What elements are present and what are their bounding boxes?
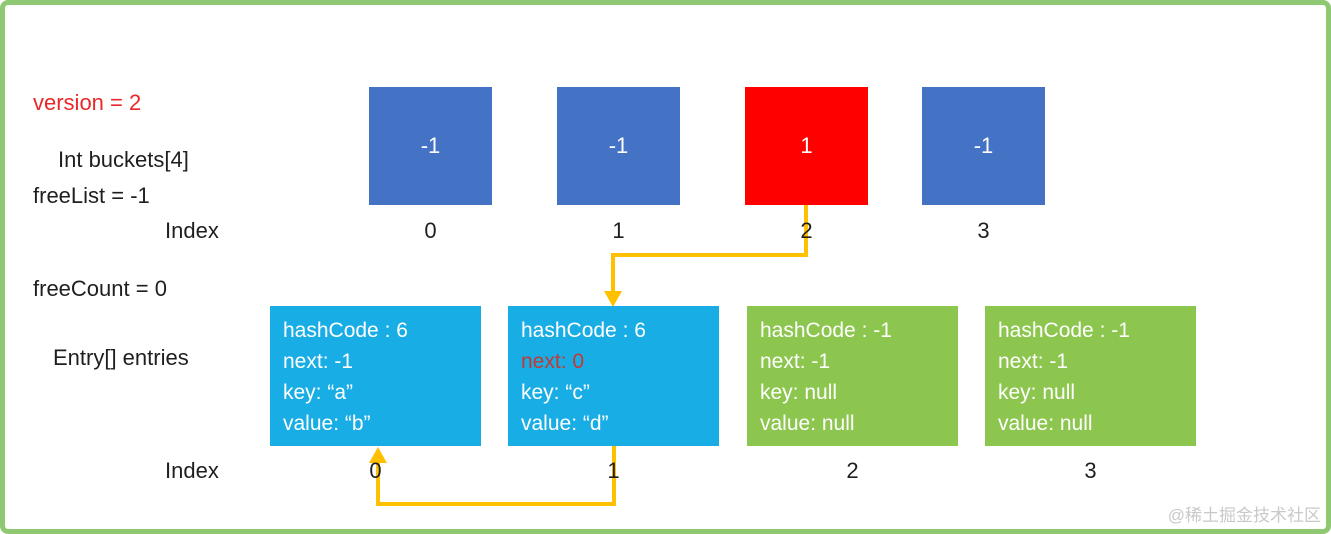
bucket-index-0: 0	[424, 218, 437, 243]
version-text: version = 2	[33, 90, 142, 115]
dict-state-block: version = 2 freeList = -1 freeCount = 0	[33, 25, 167, 366]
entry-2-key: key: null	[760, 381, 838, 404]
entry-1-hashcode: hashCode : 6	[521, 319, 646, 342]
entry-index-3: 3	[1084, 458, 1097, 483]
entry-1-key: key: “c”	[521, 381, 590, 404]
entry-index-0: 0	[369, 458, 382, 483]
entry-1-value: value: “d”	[521, 412, 609, 435]
entry-0-hashcode: hashCode : 6	[283, 319, 408, 342]
bucket-cell-3: -1	[922, 87, 1045, 205]
entry-0-next: next: -1	[283, 350, 354, 373]
bucket-cell-0: -1	[369, 87, 492, 205]
freelist-text: freeList = -1	[33, 183, 150, 208]
bucket-cell-2-highlighted: 1	[745, 87, 868, 205]
buckets-array-label: Int buckets[4]	[58, 147, 189, 172]
entries-index-label: Index	[165, 458, 219, 483]
bucket-index-1: 1	[612, 218, 625, 243]
entry-3-hashcode: hashCode : -1	[998, 319, 1130, 342]
entry-2-next: next: -1	[760, 350, 831, 373]
entry-cell-3-free: hashCode : -1 next: -1 key: null value: …	[985, 306, 1196, 446]
entry-1-next-emphasized: next: 0	[521, 350, 585, 373]
entry-2-value: value: null	[760, 412, 855, 435]
entry-0-key: key: “a”	[283, 381, 354, 404]
entries-array-label: Entry[] entries	[53, 345, 189, 370]
entry-3-key: key: null	[998, 381, 1076, 404]
pointer-arrows	[369, 205, 808, 506]
entry-cell-0: hashCode : 6 next: -1 key: “a” value: “b…	[270, 306, 481, 446]
juejin-watermark: @稀土掘金技术社区	[1167, 506, 1321, 525]
entry-3-next: next: -1	[998, 350, 1069, 373]
entry-2-hashcode: hashCode : -1	[760, 319, 892, 342]
bucket-index-3: 3	[977, 218, 990, 243]
entry-3-value: value: null	[998, 412, 1093, 435]
bucket-cell-1: -1	[557, 87, 680, 205]
entry-cell-2-free: hashCode : -1 next: -1 key: null value: …	[747, 306, 958, 446]
freecount-text: freeCount = 0	[33, 276, 167, 301]
entry-cell-1: hashCode : 6 next: 0 key: “c” value: “d”	[508, 306, 719, 446]
entry-index-2: 2	[846, 458, 859, 483]
buckets-index-label: Index	[165, 218, 219, 243]
entry-0-value: value: “b”	[283, 412, 371, 435]
entry-index-1: 1	[607, 458, 620, 483]
bucket-index-2: 2	[800, 218, 813, 243]
